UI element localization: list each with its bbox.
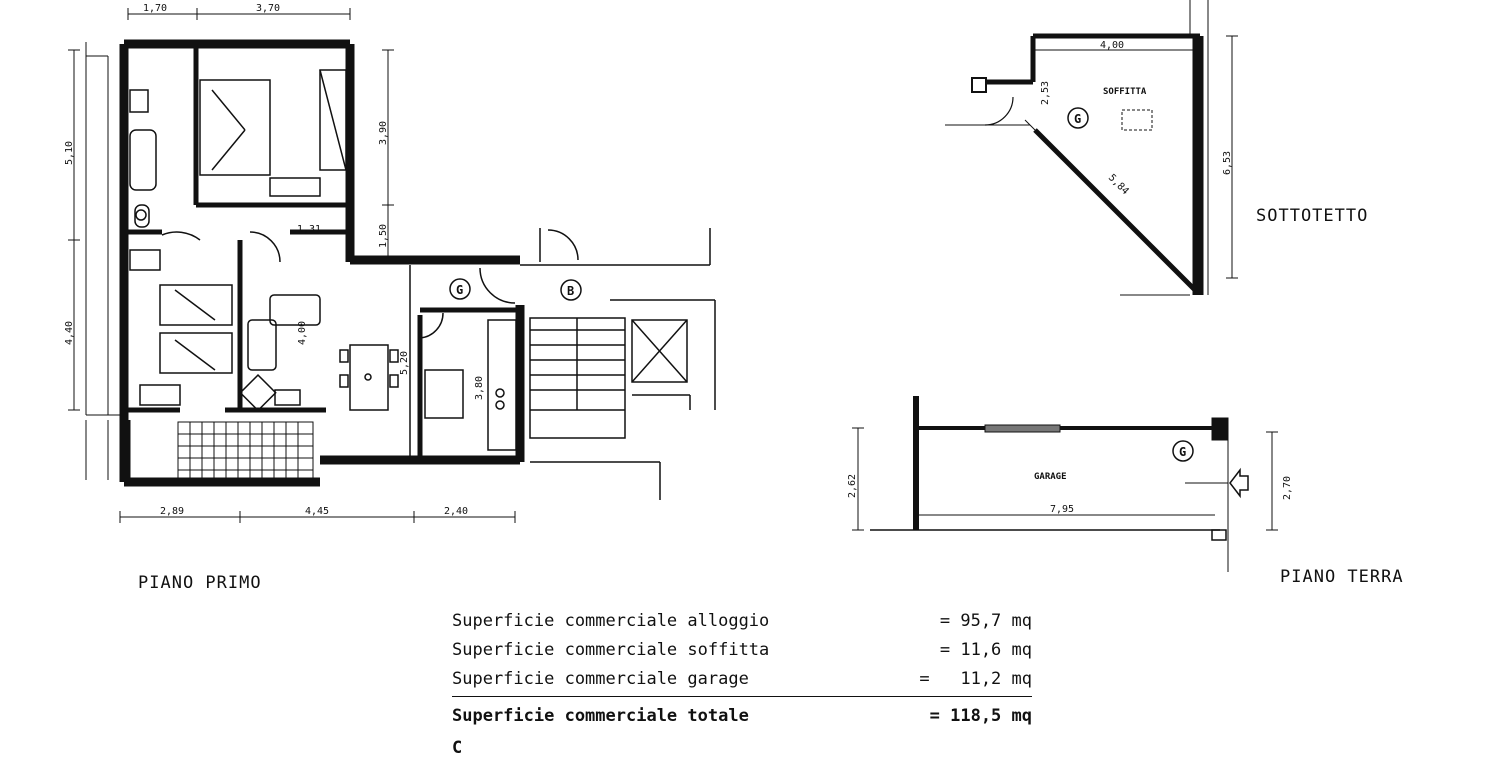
terrace-tiles [177, 421, 314, 481]
dim-attic-width: 4,00 [1100, 40, 1124, 51]
title-attic: SOTTOTETTO [1256, 206, 1368, 226]
footnote-text: C [452, 738, 463, 758]
summary-value: = 11,6 mq [939, 639, 1032, 660]
summary-label: Superficie commerciale garage [452, 668, 749, 689]
dim-garage-length: 7,95 [1050, 504, 1074, 515]
dim-attic-height: 6,53 [1222, 151, 1233, 175]
summary-row-soffitta: Superficie commerciale soffitta = 11,6 m… [452, 635, 1032, 664]
garage-plan [852, 396, 1278, 572]
dim-top-right: 3,70 [256, 3, 280, 14]
dim-left-lower: 4,40 [64, 321, 75, 345]
dim-garage-depth-left: 2,62 [847, 474, 858, 498]
dim-kitchen-height: 3,80 [474, 376, 485, 400]
room-garage: GARAGE [1034, 472, 1067, 482]
summary-value: = 11,2 mq [919, 668, 1032, 689]
first-floor-plan [68, 8, 716, 523]
summary-row-alloggio: Superficie commerciale alloggio = 95,7 m… [452, 606, 1032, 635]
dim-garage-depth-right: 2,70 [1282, 476, 1293, 500]
title-first-floor: PIANO PRIMO [138, 573, 262, 593]
dim-attic-diagonal: 5,84 [1106, 172, 1131, 197]
marker-g-garage: G [1179, 445, 1186, 459]
dim-left-upper: 5,10 [64, 141, 75, 165]
title-ground-floor: PIANO TERRA [1280, 567, 1404, 587]
dim-bedroom-height: 3,90 [378, 121, 389, 145]
summary-label: Superficie commerciale soffitta [452, 639, 770, 660]
dim-bottom-b: 4,45 [305, 506, 329, 517]
surface-summary: Superficie commerciale alloggio = 95,7 m… [452, 606, 1032, 730]
dim-attic-side: 2,53 [1040, 81, 1051, 105]
dim-living-height: 4,00 [297, 321, 308, 345]
total-label: Superficie commerciale totale [452, 705, 749, 726]
room-soffitta: SOFFITTA [1103, 87, 1147, 97]
marker-g-attic: G [1074, 112, 1081, 126]
marker-b-stair: B [567, 284, 574, 298]
entrance-arrow-icon [1229, 467, 1249, 499]
dim-hall-height: 5,20 [399, 351, 410, 375]
dim-closet: 1,31 [297, 224, 321, 235]
dim-bottom-a: 2,89 [160, 506, 184, 517]
attic-plan [945, 0, 1238, 296]
dim-bottom-c: 2,40 [444, 506, 468, 517]
summary-row-total: Superficie commerciale totale = 118,5 mq [452, 696, 1032, 730]
total-value: = 118,5 mq [929, 705, 1032, 726]
marker-g-apartment: G [456, 283, 463, 297]
summary-row-garage: Superficie commerciale garage = 11,2 mq [452, 664, 1032, 693]
summary-label: Superficie commerciale alloggio [452, 610, 770, 631]
summary-value: = 95,7 mq [939, 610, 1032, 631]
dim-top-left: 1,70 [143, 3, 167, 14]
dim-corridor-height: 1,50 [378, 224, 389, 248]
